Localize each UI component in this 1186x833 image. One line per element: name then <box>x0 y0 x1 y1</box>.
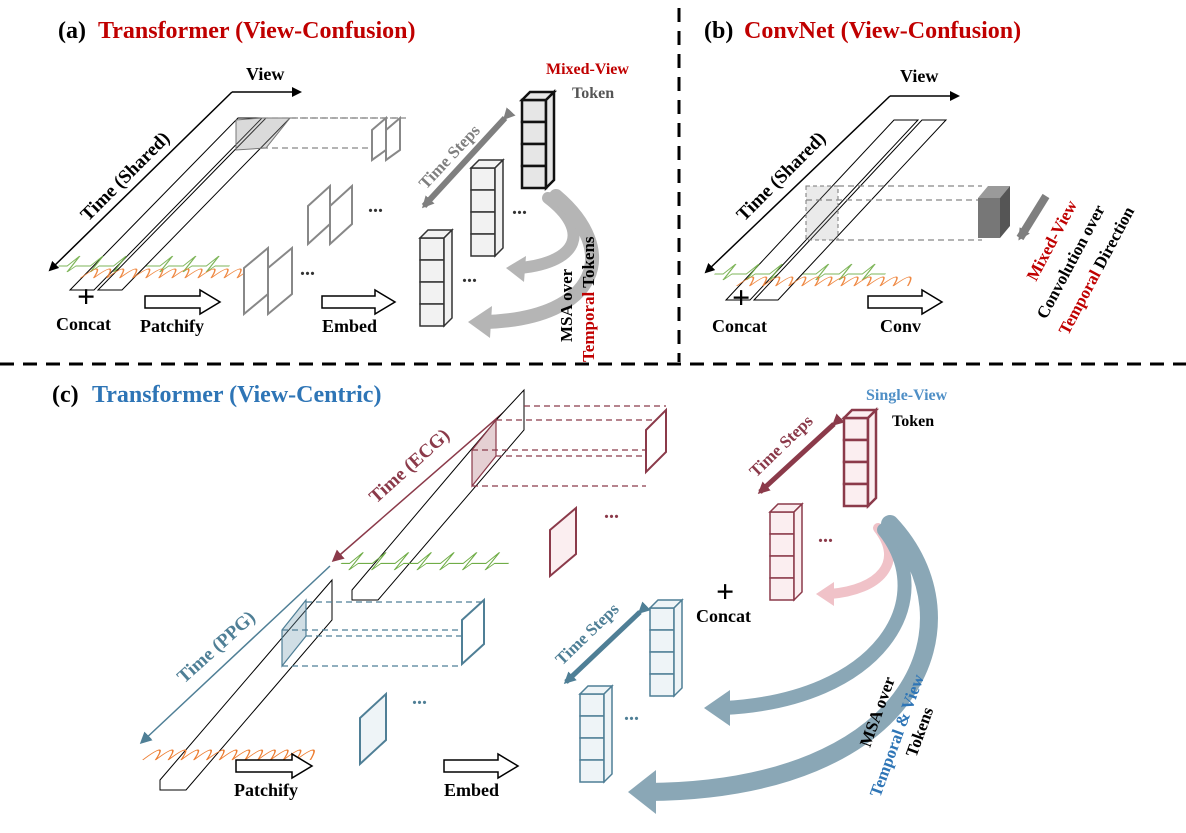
ellipsis-ecg-patches: ... <box>604 501 619 523</box>
mixed-view-label: Mixed-View <box>546 61 629 78</box>
panel-a-label: (a) <box>58 18 86 44</box>
panel-c: (c) Transformer (View-Centric) Time (ECG… <box>52 382 948 814</box>
ellipsis-ppg-patches: ... <box>412 687 427 709</box>
concat-label-b: Concat <box>712 316 767 336</box>
ppg-token-stack-near <box>578 684 614 784</box>
view-axis-label: View <box>246 64 284 84</box>
ppg-token-stack-far <box>648 598 684 698</box>
concat-label-c: Concat <box>696 606 751 626</box>
ecg-patch-small <box>549 505 577 579</box>
time-steps-arrow-ppg <box>563 601 651 685</box>
single-view-label: Single-View <box>866 387 948 404</box>
patch-mid <box>307 183 353 247</box>
ppg-time-axis-label: Time (PPG) <box>173 607 259 688</box>
msa-temporal-word-a: Temporal <box>579 292 598 362</box>
embed-label: Embed <box>322 316 377 336</box>
ppg-patch-small <box>359 691 387 767</box>
time-axis-arrow-b <box>704 95 891 274</box>
msa-tokens-word-a: Tokens <box>579 236 598 292</box>
msa-label-a2: Temporal Tokens <box>579 236 598 362</box>
ecg-strip <box>333 388 525 601</box>
embed-label-c: Embed <box>444 780 499 800</box>
highlighted-patch <box>235 117 292 151</box>
signal-strip-ppg-b <box>735 119 948 301</box>
panel-c-label: (c) <box>52 382 79 408</box>
patch-guide-lines <box>262 117 410 149</box>
panel-b-label: (b) <box>704 18 733 44</box>
panel-b: (b) ConvNet (View-Confusion) View Time (… <box>704 18 1139 338</box>
msa-curve-head-c1 <box>816 582 834 606</box>
msa-curve-head-c3 <box>628 770 656 814</box>
conv-window <box>805 185 839 241</box>
token-stack-mid-a <box>469 158 505 258</box>
plus-icon-c: + <box>716 573 734 609</box>
conv-guide-lines <box>806 185 982 241</box>
view-axis-label-b: View <box>900 66 938 86</box>
ellipsis-tokens-a2: ... <box>512 197 527 219</box>
msa-curve-arrow-c1 <box>825 523 894 599</box>
msa-curve-head-c2 <box>704 690 730 726</box>
ellipsis-ppg-tokens: ... <box>624 703 639 725</box>
patchify-label-c: Patchify <box>234 780 298 800</box>
time-steps-arrow-ecg <box>757 413 845 495</box>
token-stack-near-a <box>418 228 454 328</box>
token-stack-far-a <box>518 88 558 192</box>
signal-strip-ecg-b <box>707 119 920 301</box>
msa-curve-head-a1 <box>506 256 526 282</box>
plus-icon-b: + <box>732 279 750 315</box>
patchify-label: Patchify <box>140 316 204 336</box>
panel-a: (a) Transformer (View-Confusion) View Ti… <box>48 18 629 362</box>
conv-arrow <box>867 288 944 316</box>
token-label-c: Token <box>892 413 934 430</box>
time-steps-arrow-a <box>421 107 516 209</box>
patch-near <box>243 245 293 317</box>
panel-a-title: Transformer (View-Confusion) <box>98 18 416 44</box>
msa-curve-arrow-c3 <box>639 515 938 801</box>
plus-icon: + <box>77 278 95 314</box>
embed-arrow-c <box>443 752 520 780</box>
ellipsis-patches-a2: ... <box>300 258 315 280</box>
ppg-patch-large <box>461 597 485 667</box>
ecg-guide-lines <box>472 405 666 487</box>
patch-far <box>371 115 401 162</box>
ppg-time-axis-arrow <box>139 565 331 745</box>
msa-curve-head-a2 <box>468 306 492 338</box>
patchify-arrow <box>144 288 222 316</box>
ecg-token-stack-near <box>768 502 804 602</box>
mixed-view-pointer-arrow <box>1016 193 1050 241</box>
patchify-arrow-c <box>235 752 314 780</box>
embed-arrow <box>321 288 397 316</box>
time-axis-arrow <box>48 91 233 272</box>
ellipsis-patches-a1: ... <box>368 195 383 217</box>
ellipsis-tokens-a1: ... <box>462 265 477 287</box>
msa-curve-arrow-c2 <box>717 523 912 715</box>
conv-output-block <box>978 186 1010 238</box>
msa-curve-arrow-a2 <box>479 189 599 329</box>
conv-label: Conv <box>880 316 921 336</box>
panel-b-title: ConvNet (View-Confusion) <box>744 18 1021 44</box>
msa-label-a1: MSA over <box>557 268 576 342</box>
time-steps-label-ppg: Time Steps <box>552 599 623 669</box>
panel-c-title: Transformer (View-Centric) <box>92 382 381 408</box>
ellipsis-ecg-tokens: ... <box>818 525 833 547</box>
token-label-a: Token <box>572 85 614 102</box>
ecg-token-stack-far <box>840 406 880 510</box>
ecg-patch-large <box>645 407 667 475</box>
ppg-guide-lines <box>282 601 484 667</box>
concat-label: Concat <box>56 314 111 334</box>
ecg-time-axis-arrow <box>331 397 521 562</box>
